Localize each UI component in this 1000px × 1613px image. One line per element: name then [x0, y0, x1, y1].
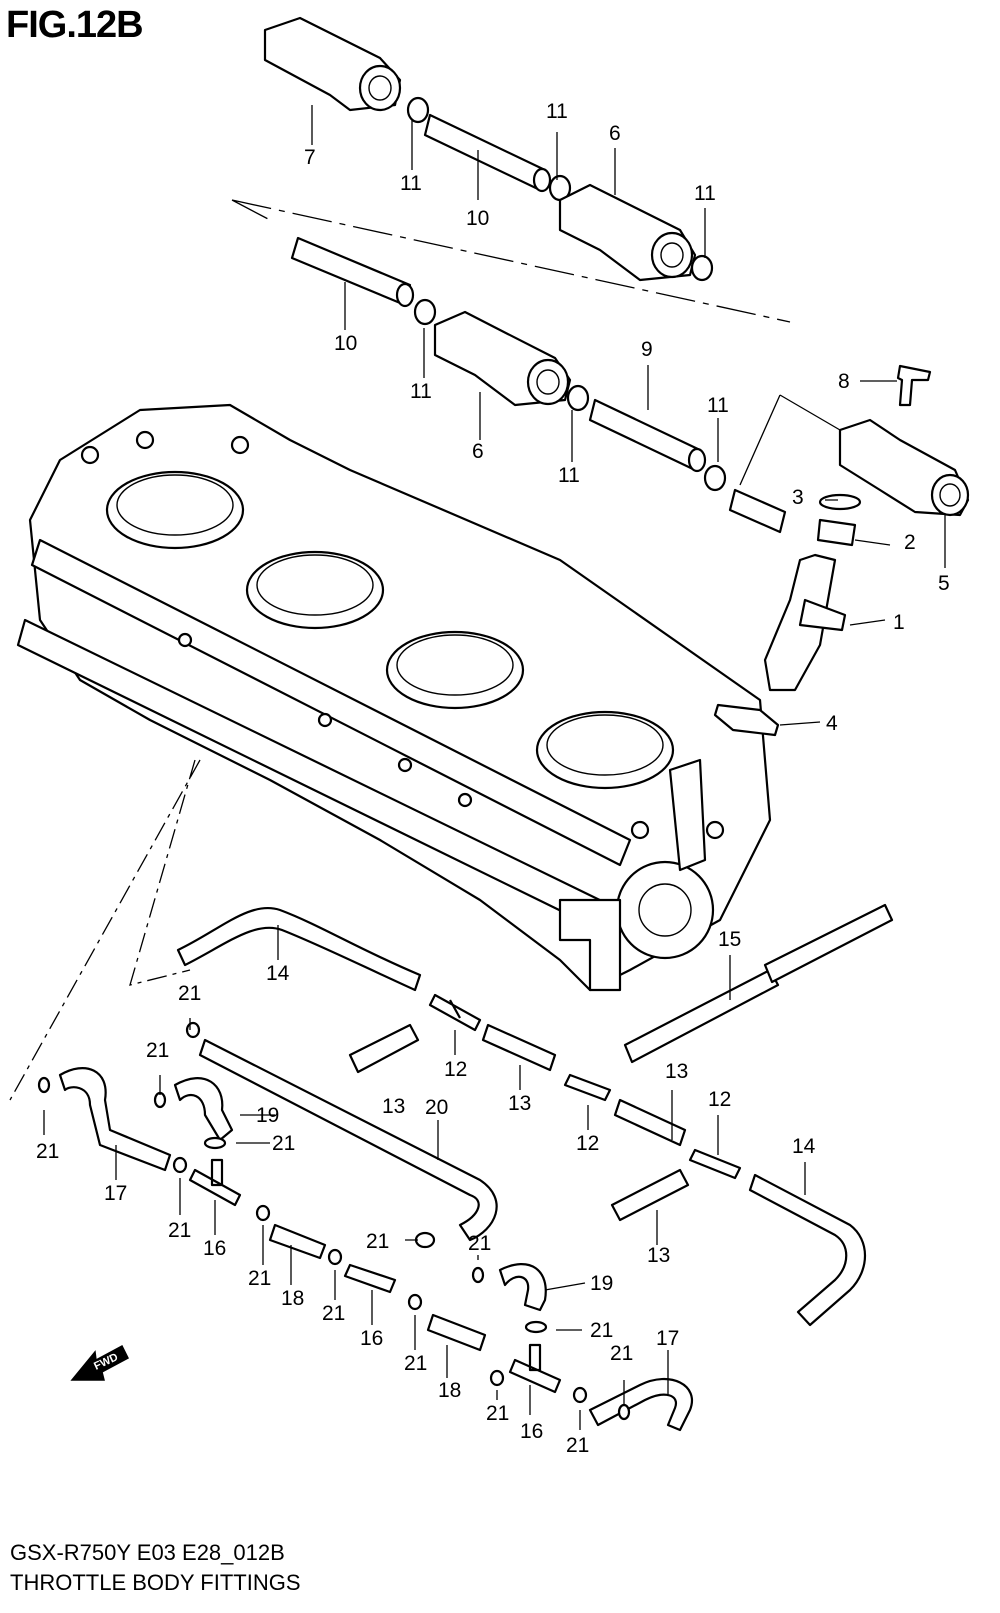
callout-14: 14: [792, 1135, 816, 1158]
callout-7: 7: [304, 146, 316, 169]
callout-10: 10: [334, 332, 357, 355]
fuel-delivery-parts: [231, 16, 970, 737]
fwd-arrow: FWD: [70, 1344, 129, 1381]
callout-12: 12: [444, 1058, 467, 1081]
callout-21: 21: [610, 1342, 633, 1365]
callout-21: 21: [486, 1402, 509, 1425]
throttle-body-assembly: [16, 403, 772, 992]
callout-17: 17: [656, 1327, 679, 1350]
callout-13: 13: [665, 1060, 688, 1083]
callout-20: 20: [425, 1096, 448, 1119]
callout-21: 21: [146, 1039, 169, 1062]
callout-13: 13: [647, 1244, 670, 1267]
callout-15: 15: [718, 928, 741, 951]
model-code: GSX-R750Y E03 E28_012B: [10, 1540, 285, 1565]
callout-12: 12: [708, 1088, 731, 1111]
callout-11: 11: [694, 182, 716, 205]
callout-21: 21: [272, 1132, 295, 1155]
callout-1: 1: [893, 611, 905, 634]
callout-21: 21: [566, 1434, 589, 1457]
callout-9: 9: [641, 338, 653, 361]
callout-17: 17: [104, 1182, 127, 1205]
callout-16: 16: [203, 1237, 226, 1260]
callout-21: 21: [36, 1140, 59, 1163]
callout-16: 16: [360, 1327, 383, 1350]
callout-10: 10: [466, 207, 489, 230]
diagram-title: THROTTLE BODY FITTINGS: [10, 1570, 301, 1595]
callout-21: 21: [468, 1232, 491, 1255]
callout-18: 18: [281, 1287, 304, 1310]
callout-3: 3: [792, 486, 804, 509]
hoses: [37, 903, 894, 1432]
callout-6: 6: [472, 440, 484, 463]
callout-11: 11: [546, 100, 568, 123]
callout-21: 21: [404, 1352, 427, 1375]
callout-14: 14: [266, 962, 290, 985]
callout-19: 19: [256, 1104, 279, 1127]
callout-19: 19: [590, 1272, 613, 1295]
callout-21: 21: [168, 1219, 191, 1242]
leader-lines: [9, 105, 946, 1430]
callout-21: 21: [322, 1302, 345, 1325]
callout-12: 12: [576, 1132, 599, 1155]
callout-21: 21: [366, 1230, 389, 1253]
callout-13: 13: [508, 1092, 531, 1115]
callout-labels: 7 11 10 11 6 11 10 11 6 9 11 11 8 3 2 5 …: [36, 100, 950, 1457]
callout-11: 11: [558, 464, 580, 487]
callout-11: 11: [410, 380, 432, 403]
callout-21: 21: [178, 982, 201, 1005]
callout-4: 4: [826, 712, 838, 735]
callout-13: 13: [382, 1095, 405, 1118]
callout-21: 21: [590, 1319, 613, 1342]
callout-21: 21: [248, 1267, 271, 1290]
callout-5: 5: [938, 572, 950, 595]
callout-11: 11: [707, 394, 729, 417]
callout-16: 16: [520, 1420, 543, 1443]
callout-2: 2: [904, 531, 916, 554]
callout-8: 8: [838, 370, 850, 393]
callout-18: 18: [438, 1379, 461, 1402]
figure-title: FIG.12B: [6, 4, 144, 46]
callout-11: 11: [400, 172, 422, 195]
callout-6: 6: [609, 122, 621, 145]
